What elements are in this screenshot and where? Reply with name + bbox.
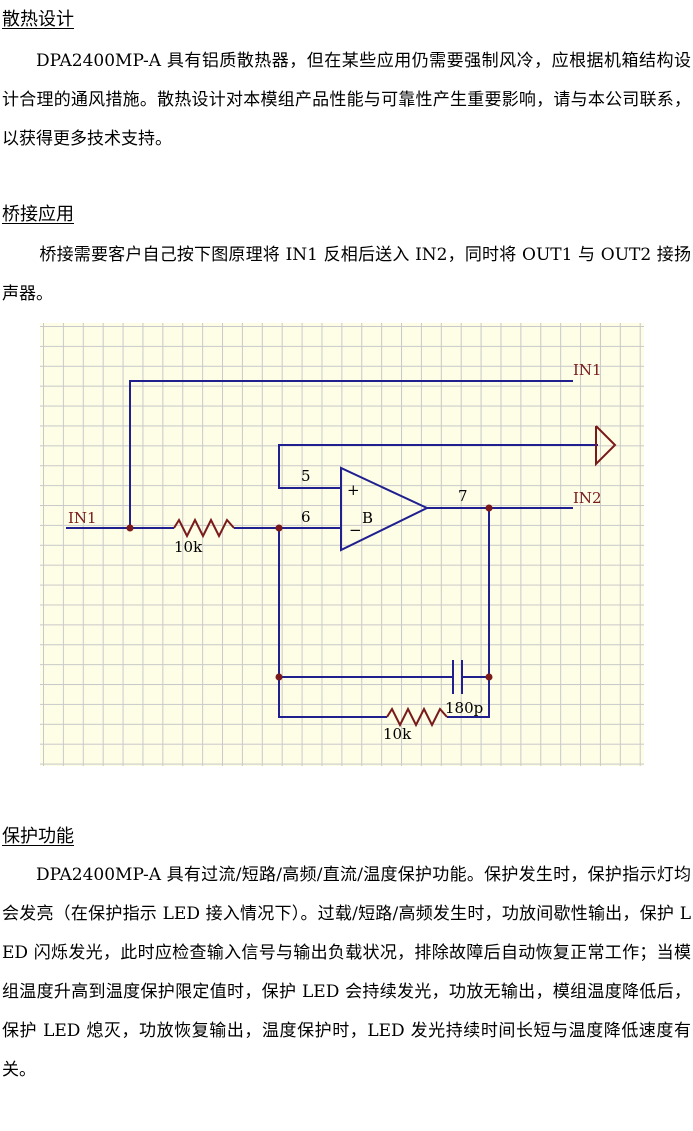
wire-feedback-right bbox=[447, 508, 490, 718]
section-body-heat: DPA2400MP-A 具有铝质散热器，但在某些应用仍需要强制风冷，应根据机箱结… bbox=[2, 51, 691, 149]
section-title-protect: 保护功能 bbox=[2, 826, 74, 847]
junction-cap-right bbox=[485, 673, 493, 681]
wire-in1-top bbox=[129, 380, 573, 528]
pin-label-output: 7 bbox=[458, 487, 468, 505]
capacitor-value: 180p bbox=[445, 699, 483, 717]
op-amp-plus-sign: + bbox=[347, 481, 360, 499]
pin-label-minus: 6 bbox=[301, 508, 311, 526]
junction-cap-left bbox=[275, 673, 283, 681]
wire-plus-loop bbox=[278, 444, 598, 489]
bridge-schematic: + − IN1 IN1 IN2 5 6 7 B 10k 10k 180p bbox=[40, 323, 644, 766]
net-label-in1-top: IN1 bbox=[573, 361, 602, 379]
schematic-svg: + − IN1 IN1 IN2 5 6 7 B 10k 10k 180p bbox=[66, 361, 617, 743]
op-amp-label: B bbox=[362, 509, 373, 527]
junction-output bbox=[485, 504, 493, 512]
wire-feedback-node-left bbox=[278, 528, 387, 718]
pin-label-plus: 5 bbox=[301, 467, 311, 485]
op-amp-minus-sign: − bbox=[349, 521, 362, 539]
op-amp-symbol bbox=[340, 466, 430, 552]
resistor-input-value: 10k bbox=[174, 538, 203, 556]
junction-minus-node bbox=[275, 524, 283, 532]
junction-in1 bbox=[126, 524, 134, 532]
section-title-bridge: 桥接应用 bbox=[2, 204, 74, 225]
section-body-bridge: 桥接需要客户自己按下图原理将 IN1 反相后送入 IN2，同时将 OUT1 与 … bbox=[2, 245, 691, 304]
output-arrow-port bbox=[595, 425, 617, 467]
section-body-protect: DPA2400MP-A 具有过流/短路/高频/直流/温度保护功能。保护发生时，保… bbox=[2, 865, 691, 1080]
capacitor-feedback bbox=[452, 660, 463, 694]
resistor-input bbox=[173, 517, 235, 539]
net-label-in1-left: IN1 bbox=[68, 509, 97, 527]
resistor-feedback-value: 10k bbox=[383, 725, 412, 743]
net-label-in2: IN2 bbox=[573, 489, 602, 507]
section-title-heat: 散热设计 bbox=[2, 9, 74, 30]
resistor-feedback bbox=[386, 706, 448, 728]
junctions bbox=[126, 504, 493, 681]
wires bbox=[66, 380, 598, 718]
